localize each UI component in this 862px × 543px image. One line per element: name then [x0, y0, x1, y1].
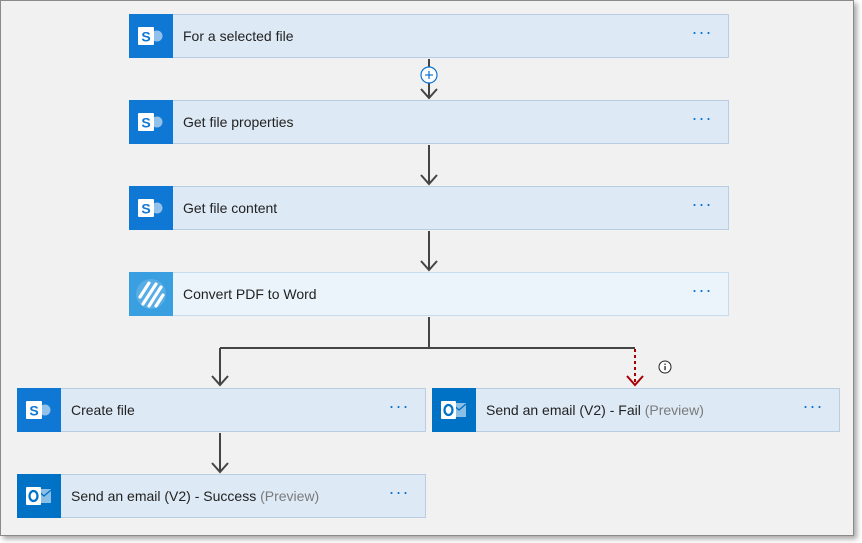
- step-card-get-file-content[interactable]: S Get file content ···: [129, 185, 729, 230]
- outlook-icon: [432, 387, 476, 432]
- svg-text:S: S: [141, 200, 150, 216]
- step-title: Send an email (V2) - Success (Preview): [71, 488, 320, 504]
- sharepoint-icon: S: [129, 99, 173, 144]
- arrowhead-icon: [420, 174, 438, 186]
- pdf-convert-icon: [129, 271, 173, 316]
- step-title: Create file: [71, 402, 135, 418]
- step-card-send-email-success[interactable]: Send an email (V2) - Success (Preview) ·…: [17, 473, 426, 518]
- flow-connectors: [211, 59, 644, 474]
- more-options-button[interactable]: ···: [802, 396, 824, 416]
- more-options-button[interactable]: ···: [388, 482, 410, 502]
- preview-label: (Preview): [260, 488, 320, 504]
- sharepoint-icon: S: [129, 13, 173, 58]
- more-options-button[interactable]: ···: [691, 108, 713, 128]
- more-options-button[interactable]: ···: [691, 280, 713, 300]
- arrowhead-icon: [211, 462, 229, 474]
- more-options-button[interactable]: ···: [691, 194, 713, 214]
- arrowhead-icon: [211, 375, 229, 387]
- step-card-trigger[interactable]: S For a selected file ···: [129, 13, 729, 58]
- svg-text:S: S: [141, 114, 150, 130]
- step-title: Get file content: [183, 200, 278, 216]
- more-options-button[interactable]: ···: [388, 396, 410, 416]
- svg-text:S: S: [29, 402, 38, 418]
- step-title: Convert PDF to Word: [183, 286, 317, 302]
- step-title: Send an email (V2) - Fail (Preview): [486, 402, 704, 418]
- arrowhead-icon: [420, 88, 438, 100]
- step-title: For a selected file: [183, 28, 294, 44]
- step-card-send-email-fail[interactable]: Send an email (V2) - Fail (Preview) ···: [432, 387, 840, 432]
- step-card-get-file-properties[interactable]: S Get file properties ···: [129, 99, 729, 144]
- step-card-convert-pdf[interactable]: Convert PDF to Word ···: [129, 271, 729, 316]
- step-title: Get file properties: [183, 114, 294, 130]
- insert-step-button[interactable]: [420, 66, 438, 84]
- outlook-icon: [17, 473, 61, 518]
- more-options-button[interactable]: ···: [691, 22, 713, 42]
- info-icon[interactable]: [658, 360, 672, 374]
- sharepoint-icon: S: [129, 185, 173, 230]
- arrowhead-icon: [420, 260, 438, 272]
- flow-canvas: S For a selected file ··· S Get file pro…: [0, 0, 854, 536]
- svg-text:S: S: [141, 28, 150, 44]
- failure-arrowhead-icon: [626, 375, 644, 387]
- sharepoint-icon: S: [17, 387, 61, 432]
- step-card-create-file[interactable]: S Create file ···: [17, 387, 426, 432]
- preview-label: (Preview): [644, 402, 704, 418]
